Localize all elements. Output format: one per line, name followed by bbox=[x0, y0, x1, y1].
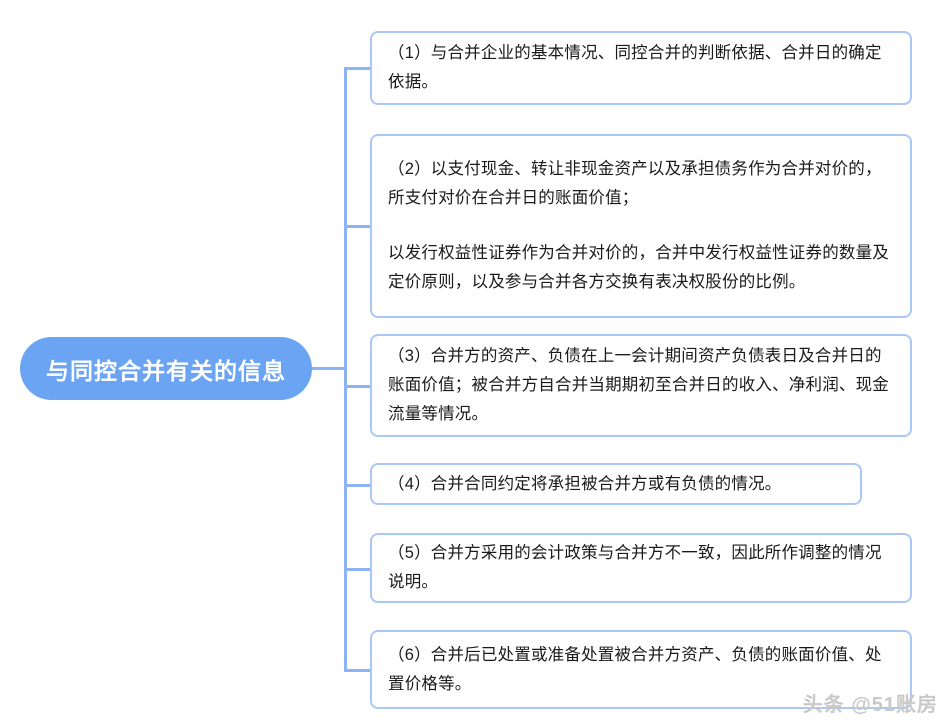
branch-4-paragraph-1: （4）合并合同约定将承担被合并方或有负债的情况。 bbox=[388, 474, 782, 493]
branch-box-4[interactable]: （4）合并合同约定将承担被合并方或有负债的情况。 bbox=[370, 463, 862, 505]
branch-box-2[interactable]: （2）以支付现金、转让非现金资产以及承担债务作为合并对价的，所支付对价在合并日的… bbox=[370, 134, 912, 318]
connector-root-stub bbox=[312, 367, 346, 370]
branch-5-paragraph-1: （5）合并方采用的会计政策与合并方不一致，因此所作调整的情况说明。 bbox=[388, 544, 882, 591]
connector-branch-3 bbox=[344, 385, 370, 388]
branch-3-paragraph-1: （3）合并方的资产、负债在上一会计期间资产负债表日及合并日的账面价值；被合并方自… bbox=[388, 347, 889, 423]
branch-2-paragraph-1: （2）以支付现金、转让非现金资产以及承担债务作为合并对价的，所支付对价在合并日的… bbox=[388, 160, 882, 207]
connector-branch-2 bbox=[344, 225, 370, 228]
connector-branch-5 bbox=[344, 568, 370, 571]
branch-box-5[interactable]: （5）合并方采用的会计政策与合并方不一致，因此所作调整的情况说明。 bbox=[370, 533, 912, 603]
connector-branch-1 bbox=[344, 67, 370, 70]
connector-trunk bbox=[344, 67, 347, 671]
watermark-label: 头条 @51账房 bbox=[802, 694, 938, 716]
branch-6-paragraph-1: （6）合并后已处置或准备处置被合并方资产、负债的账面价值、处置价格等。 bbox=[388, 645, 882, 693]
branch-box-1[interactable]: （1）与合并企业的基本情况、同控合并的判断依据、合并日的确定依据。 bbox=[370, 31, 912, 105]
branch-box-6[interactable]: （6）合并后已处置或准备处置被合并方资产、负债的账面价值、处置价格等。 bbox=[370, 630, 912, 709]
branch-1-paragraph-1: （1）与合并企业的基本情况、同控合并的判断依据、合并日的确定依据。 bbox=[388, 44, 882, 91]
root-node-label: 与同控合并有关的信息 bbox=[46, 357, 286, 384]
connector-branch-6 bbox=[344, 669, 370, 672]
branch-box-3[interactable]: （3）合并方的资产、负债在上一会计期间资产负债表日及合并日的账面价值；被合并方自… bbox=[370, 334, 912, 437]
connector-branch-4 bbox=[344, 484, 370, 487]
branch-2-paragraph-2: 以发行权益性证券作为合并对价的，合并中发行权益性证券的数量及定价原则，以及参与合… bbox=[388, 244, 889, 291]
root-node[interactable]: 与同控合并有关的信息 bbox=[20, 337, 312, 400]
